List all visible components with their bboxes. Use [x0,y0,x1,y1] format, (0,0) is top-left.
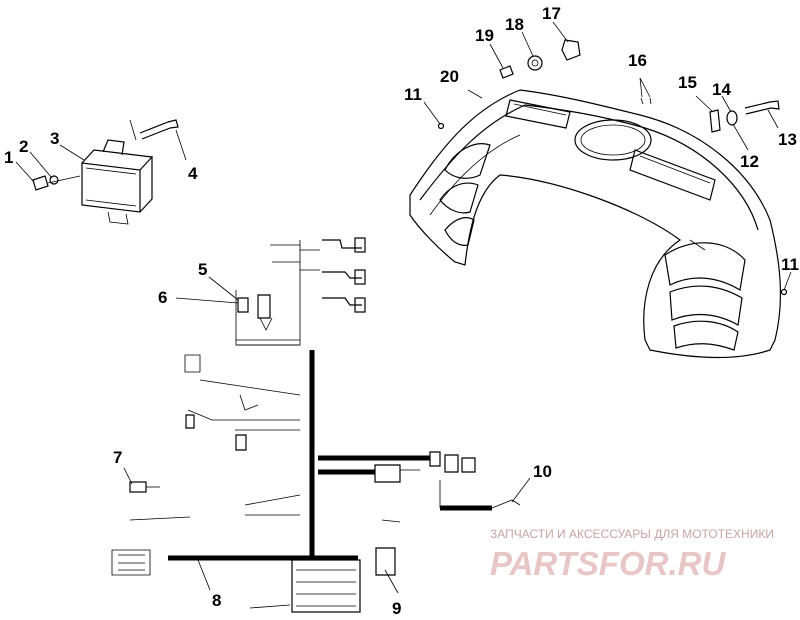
callout-15: 15 [678,73,697,92]
control-module-assembly [32,119,179,225]
callout-1: 1 [4,148,13,167]
callout-8: 8 [212,591,221,610]
callout-7: 7 [113,448,122,467]
callout-12: 12 [740,152,759,171]
callout-19: 19 [475,26,494,45]
callout-5: 5 [198,260,207,279]
callout-18: 18 [505,15,524,34]
watermark: ЗАПЧАСТИ И АКСЕССУАРЫ ДЛЯ МОТОТЕХНИКИ PA… [490,527,774,582]
callout-3: 3 [50,129,59,148]
leader-lines [15,21,792,594]
callout-10: 10 [533,462,552,481]
callout-6: 6 [158,288,167,307]
watermark-tagline: ЗАПЧАСТИ И АКСЕССУАРЫ ДЛЯ МОТОТЕХНИКИ [490,527,774,541]
callout-11-right: 11 [781,255,799,274]
instrument-pod-assembly [409,39,788,359]
callout-20: 20 [440,67,459,86]
callout-16: 16 [628,51,647,70]
callout-9: 9 [392,599,401,618]
callout-14: 14 [712,80,731,99]
callout-4: 4 [188,164,198,183]
callout-11-top: 11 [404,85,422,104]
callout-13: 13 [778,130,797,149]
callout-17: 17 [542,4,561,23]
wiring-harness [111,237,521,613]
callout-labels: 1 2 3 4 5 6 7 8 9 10 11 11 12 13 14 15 1… [4,4,799,618]
watermark-brand: PARTSFOR.RU [490,545,726,582]
callout-2: 2 [19,137,28,156]
